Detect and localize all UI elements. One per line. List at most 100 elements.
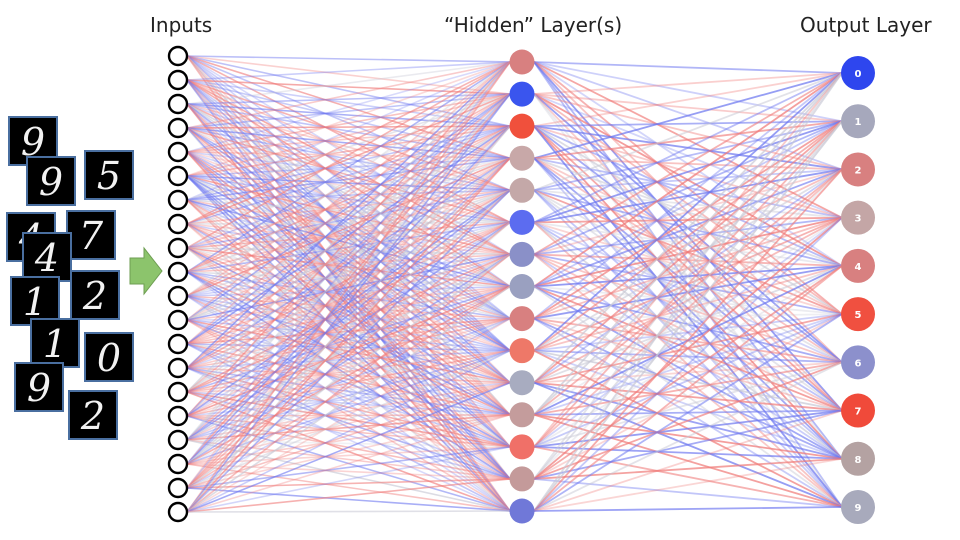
connection-line — [533, 125, 843, 171]
connection-line — [186, 295, 511, 512]
connection-line — [186, 414, 511, 489]
connection-line — [533, 313, 843, 352]
connection-line — [533, 168, 843, 512]
connection-line — [186, 189, 511, 297]
connection-line — [186, 446, 511, 465]
connection-line — [186, 61, 511, 321]
connection-line — [186, 55, 511, 63]
connection-line — [533, 216, 843, 448]
connection-line — [186, 381, 511, 393]
connection-line — [186, 125, 511, 417]
connection-line — [186, 157, 511, 393]
connection-line — [186, 343, 511, 480]
connection-line — [186, 55, 511, 95]
connection-line — [533, 409, 843, 480]
connection-line — [533, 457, 843, 512]
connection-line — [186, 221, 511, 273]
output-node-label: 3 — [855, 214, 862, 225]
output-node-label: 9 — [855, 503, 862, 514]
connection-line — [186, 343, 511, 384]
connection-line — [533, 349, 843, 364]
connection-line — [533, 317, 843, 412]
connection-line — [186, 189, 511, 273]
hidden-node — [509, 274, 535, 299]
connection-line — [186, 151, 511, 192]
connection-line — [186, 127, 511, 224]
input-node — [167, 453, 189, 475]
input-node — [167, 285, 189, 307]
output-node-circle — [841, 56, 875, 90]
connection-line — [533, 61, 843, 74]
connection-line — [186, 93, 511, 201]
input-node — [167, 141, 189, 163]
connection-line — [186, 93, 511, 441]
connection-line — [533, 445, 843, 508]
connection-line — [533, 265, 843, 448]
connection-line — [186, 414, 511, 513]
connection-line — [186, 93, 511, 513]
connection-line — [186, 61, 511, 153]
hidden-node — [509, 209, 535, 235]
connection-line — [533, 120, 843, 288]
connection-line — [186, 61, 511, 369]
connection-line — [186, 125, 511, 441]
output-node-2: 2 — [841, 152, 875, 187]
connection-line — [186, 55, 511, 127]
connection-line — [533, 93, 843, 219]
connection-line — [186, 271, 511, 512]
connection-line — [533, 120, 843, 320]
digit-image: 2 — [68, 390, 118, 440]
connection-line — [186, 79, 511, 159]
connection-line — [533, 409, 843, 512]
connection-lines — [186, 55, 843, 513]
output-node-label: 5 — [855, 310, 862, 321]
connection-line — [186, 319, 511, 416]
connection-line — [186, 317, 511, 465]
connection-line — [533, 120, 843, 448]
output-node-label: 6 — [855, 358, 862, 369]
connection-line — [533, 120, 843, 160]
connection-line — [186, 221, 511, 297]
connection-line — [533, 413, 843, 508]
connection-line — [186, 93, 511, 177]
connection-line — [186, 367, 511, 512]
output-node-circle — [841, 345, 875, 380]
output-node-label: 1 — [855, 117, 862, 128]
connection-line — [186, 93, 511, 369]
connection-line — [186, 221, 511, 465]
connection-line — [533, 120, 843, 480]
connection-line — [186, 221, 511, 513]
connection-line — [186, 199, 511, 320]
connection-line — [533, 72, 843, 384]
connection-line — [186, 317, 511, 393]
connection-line — [186, 157, 511, 441]
connection-line — [533, 313, 843, 480]
connection-line — [186, 61, 511, 273]
connection-line — [186, 127, 511, 256]
connection-line — [186, 55, 511, 352]
connection-line — [186, 271, 511, 352]
connection-line — [186, 189, 511, 513]
connection-line — [186, 125, 511, 153]
connection-line — [533, 313, 843, 448]
connection-line — [533, 72, 843, 256]
output-node-label: 7 — [855, 407, 862, 418]
connection-line — [186, 61, 511, 417]
output-node-label: 2 — [855, 165, 862, 176]
connection-line — [186, 381, 511, 513]
connection-line — [533, 157, 843, 460]
connection-line — [186, 221, 511, 321]
connection-line — [186, 285, 511, 393]
connection-line — [186, 221, 511, 489]
connection-line — [186, 367, 511, 448]
connection-line — [186, 103, 511, 160]
connection-line — [186, 175, 511, 288]
connection-line — [186, 93, 511, 489]
connection-line — [186, 61, 511, 225]
connection-line — [533, 168, 843, 448]
output-node-circle — [841, 104, 875, 139]
connection-line — [186, 189, 511, 321]
connection-line — [186, 317, 511, 513]
